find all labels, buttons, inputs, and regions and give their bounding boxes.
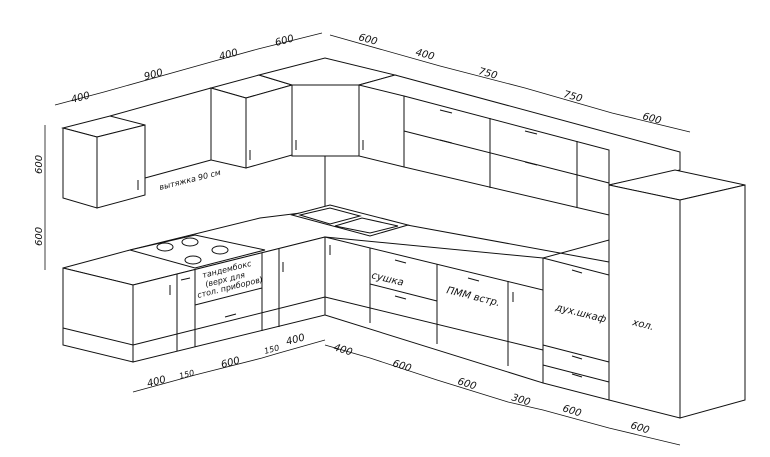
dimension-lines [44, 32, 691, 446]
burner-icon [181, 237, 199, 247]
burner-icon [211, 245, 229, 255]
fridge [608, 169, 746, 419]
oven-cabinet [542, 257, 610, 401]
hood-bottom-line [144, 159, 212, 179]
dim-lower-6: 400 [332, 342, 353, 358]
dim-height-1: 600 [34, 155, 45, 174]
dim-upper-1: 400 [70, 90, 91, 106]
dim-lower-3: 600 [220, 355, 241, 371]
hood-back-line [109, 87, 212, 117]
dim-upper-8: 750 [562, 89, 583, 105]
sink [290, 204, 410, 237]
lower-dimension-labels: 400 150 600 150 400 400 600 600 300 600 … [146, 332, 651, 436]
dim-lower-1: 400 [146, 374, 167, 390]
burner-icon [156, 242, 174, 252]
fridge-label: хол. [630, 317, 655, 333]
upper-cabinets-right [357, 74, 681, 216]
dim-lower-9: 300 [510, 392, 531, 408]
dim-lower-11: 600 [629, 420, 650, 436]
dim-lower-8: 600 [456, 376, 477, 392]
dim-upper-9: 600 [641, 111, 662, 127]
dim-lower-2: 150 [178, 368, 195, 381]
dim-upper-5: 600 [357, 32, 378, 48]
dim-height-2: 600 [34, 227, 45, 246]
dim-lower-5: 400 [285, 332, 306, 348]
upper-cabinet-corner [257, 57, 397, 160]
burner-icon [184, 255, 202, 265]
dim-lower-10: 600 [561, 403, 582, 419]
upper-cabinet-left [61, 115, 146, 209]
dim-lower-7: 600 [391, 358, 412, 374]
base-cabinets-right [324, 236, 544, 384]
dim-lower-4: 150 [263, 343, 280, 356]
upper-dimension-labels: 400 900 400 600 600 400 750 750 600 600 … [34, 32, 663, 246]
cooktop [129, 234, 266, 269]
dim-upper-2: 900 [143, 67, 164, 83]
dim-upper-3: 400 [218, 47, 239, 63]
dim-upper-4: 600 [274, 33, 295, 49]
upper-cabinet-400 [209, 74, 294, 169]
dim-upper-7: 750 [477, 66, 498, 82]
base-cabinets-left [62, 236, 326, 363]
dim-upper-6: 400 [414, 47, 435, 63]
